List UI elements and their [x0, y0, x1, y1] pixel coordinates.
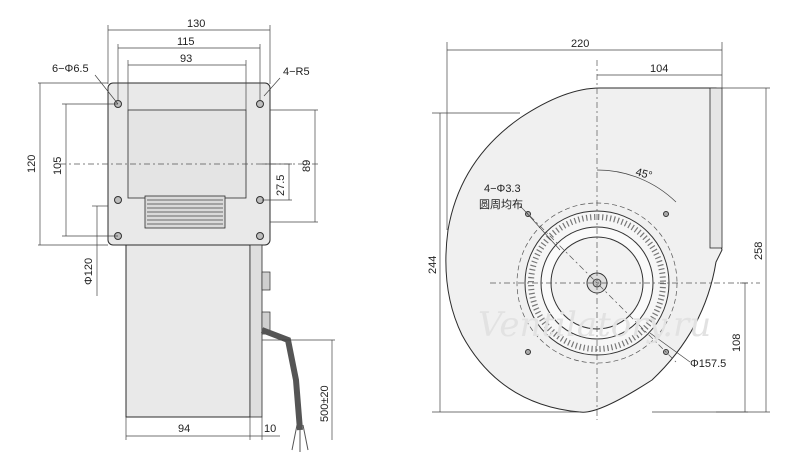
housing-top — [127, 109, 247, 199]
dim-10-label: 10 — [264, 423, 276, 435]
dim-94-label: 94 — [178, 423, 190, 435]
outlet-flange — [709, 87, 723, 249]
dim-phi120-label: Φ120 — [83, 258, 95, 285]
angle-label: 45° — [634, 166, 653, 182]
dim-130-label: 130 — [187, 18, 205, 30]
dim-115-label: 115 — [177, 36, 195, 48]
bolt-holes — [525, 211, 669, 355]
dim-108-label: 108 — [731, 334, 743, 352]
holes-note: 圆周均布 — [479, 198, 523, 211]
holes-callout-front: 4−Φ3.3 — [484, 183, 521, 195]
power-cable — [260, 327, 303, 431]
dim-220-label: 220 — [571, 38, 589, 50]
motor-body — [125, 244, 251, 418]
dim-120-label: 120 — [26, 155, 38, 173]
dim-lead-label: 500±20 — [319, 385, 331, 422]
motor-side-plate — [249, 244, 263, 418]
dim-27-5-label: 27.5 — [275, 175, 287, 196]
dim-93-label: 93 — [180, 53, 192, 65]
radius-callout: 4−R5 — [283, 66, 310, 78]
side-view: 130 115 93 6−Φ6.5 4−R5 120 105 Φ120 89 2… — [26, 18, 335, 452]
dim-89-label: 89 — [301, 160, 313, 172]
dim-244-label: 244 — [427, 256, 439, 274]
dim-258-label: 258 — [753, 242, 765, 260]
dim-105-label: 105 — [52, 157, 64, 175]
front-view: 220 104 45° 4−Φ3.3 圆周均布 244 258 108 Φ157… — [427, 38, 770, 420]
dim-phi157-label: Φ157.5 — [690, 358, 726, 370]
louver-fins — [147, 199, 223, 225]
terminal-1 — [261, 271, 271, 291]
watermark: Ventilatory.ru — [478, 305, 711, 345]
dim-104-label: 104 — [650, 63, 668, 75]
holes-callout: 6−Φ6.5 — [52, 63, 89, 75]
